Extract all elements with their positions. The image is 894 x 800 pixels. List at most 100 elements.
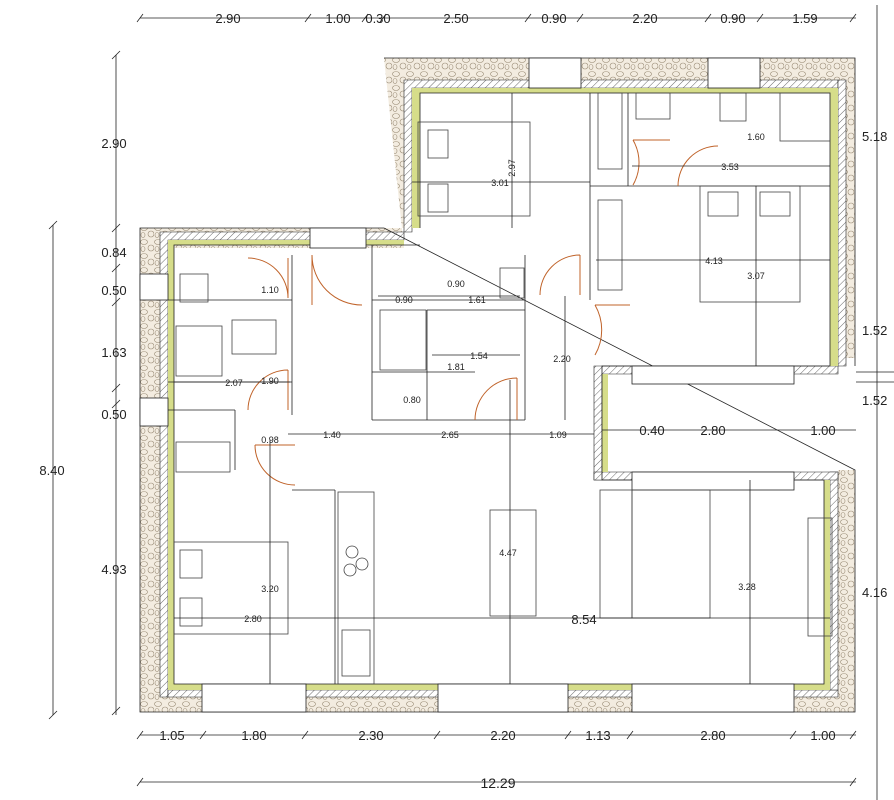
window [139, 273, 169, 301]
bottom-dim-3: 2.30 [358, 728, 383, 743]
room-label: 1.81 [447, 362, 465, 372]
left-dim-1: 2.90 [101, 136, 126, 151]
room-label: 1.54 [470, 351, 488, 361]
sink [635, 92, 671, 120]
bottom-dim-7: 1.00 [810, 728, 835, 743]
window [528, 57, 582, 89]
left-total-label: 8.40 [39, 463, 64, 478]
bottom-dim-2: 1.80 [241, 728, 266, 743]
room-label: 1.90 [261, 376, 279, 386]
door [474, 377, 518, 421]
door [677, 145, 719, 187]
bottom-dimension-line: 1.05 1.80 2.30 2.20 1.13 2.80 1.00 [136, 728, 857, 743]
room-label: 0.90 [447, 279, 465, 289]
room-label: 2.20 [553, 354, 571, 364]
room-label: 0.98 [261, 435, 279, 445]
overall-width-label: 12.29 [480, 775, 515, 791]
bottom-dim-5: 1.13 [585, 728, 610, 743]
doors [247, 139, 719, 486]
room-label: 2.80 [700, 423, 725, 438]
left-dimension-line: 2.90 0.84 0.50 1.63 0.50 4.93 [101, 50, 127, 716]
wardrobe [597, 92, 623, 170]
window [631, 365, 795, 385]
bottom-dim-4: 2.20 [490, 728, 515, 743]
window [707, 57, 761, 89]
door [632, 139, 670, 186]
top-dim-2: 1.00 [325, 11, 350, 26]
top-dim-3: 0.30 [365, 11, 390, 26]
toilet [179, 273, 209, 303]
room-label: 1.00 [810, 423, 835, 438]
top-dim-6: 2.20 [632, 11, 657, 26]
window [309, 227, 367, 249]
sofa [599, 489, 633, 619]
room-label: 0.80 [403, 395, 421, 405]
windows [139, 57, 795, 713]
bottom-dim-6: 2.80 [700, 728, 725, 743]
room-label: 4.47 [499, 548, 517, 558]
room-label: 3.20 [261, 584, 279, 594]
room-label: 0.40 [639, 423, 664, 438]
room-label: 2.65 [441, 430, 459, 440]
room-label: 2.07 [225, 378, 243, 388]
room-label: 1.61 [468, 295, 486, 305]
room-dimension-labels: 3.01 2.97 1.60 3.53 4.13 3.07 1.10 0.90 … [225, 132, 835, 627]
room-label: 1.10 [261, 285, 279, 295]
bed [417, 121, 531, 217]
room-label: 2.80 [244, 614, 262, 624]
room-label: 3.53 [721, 162, 739, 172]
bed [699, 185, 801, 303]
room-label: 1.09 [549, 430, 567, 440]
dining-table [489, 509, 537, 617]
toilet [719, 92, 747, 122]
sofa [631, 489, 711, 619]
kitchen-counter [337, 491, 375, 685]
wardrobe [175, 441, 231, 473]
room-label: 1.60 [747, 132, 765, 142]
furniture [173, 92, 833, 685]
room-label: 8.54 [571, 612, 596, 627]
door [247, 257, 289, 299]
wardrobe [597, 199, 623, 291]
left-dim-4: 1.63 [101, 345, 126, 360]
right-dim-1: 5.18 [862, 129, 887, 144]
bottom-dim-1: 1.05 [159, 728, 184, 743]
room-label: 2.97 [507, 159, 517, 177]
top-dim-8: 1.59 [792, 11, 817, 26]
room-label: 1.40 [323, 430, 341, 440]
door [311, 254, 363, 306]
sink [231, 319, 277, 355]
left-dim-5: 0.50 [101, 407, 126, 422]
left-dim-2: 0.84 [101, 245, 126, 260]
tv-unit [807, 517, 833, 637]
sink [499, 267, 525, 299]
window [437, 683, 569, 713]
window [139, 397, 169, 427]
door [594, 304, 630, 356]
shower [175, 325, 223, 377]
room-label: 3.07 [747, 271, 765, 281]
interior-dimension-lines [174, 93, 856, 684]
top-dim-4: 2.50 [443, 11, 468, 26]
bed [173, 541, 289, 635]
room-label: 3.01 [491, 178, 509, 188]
left-dim-3: 0.50 [101, 283, 126, 298]
room-label: 0.90 [395, 295, 413, 305]
right-dimension-labels: 5.18 1.52 1.52 4.16 [856, 129, 894, 600]
right-dim-2: 1.52 [862, 323, 887, 338]
top-dim-5: 0.90 [541, 11, 566, 26]
room-label: 3.28 [738, 582, 756, 592]
door [539, 254, 581, 296]
shower [779, 92, 831, 142]
window [631, 471, 795, 491]
right-dim-3: 1.52 [862, 393, 887, 408]
room-label: 4.13 [705, 256, 723, 266]
window [201, 683, 307, 713]
right-dim-4: 4.16 [862, 585, 887, 600]
window [631, 683, 795, 713]
left-dim-6: 4.93 [101, 562, 126, 577]
overall-dimension-line: 12.29 [136, 775, 857, 791]
shower [379, 309, 427, 371]
top-dim-7: 0.90 [720, 11, 745, 26]
